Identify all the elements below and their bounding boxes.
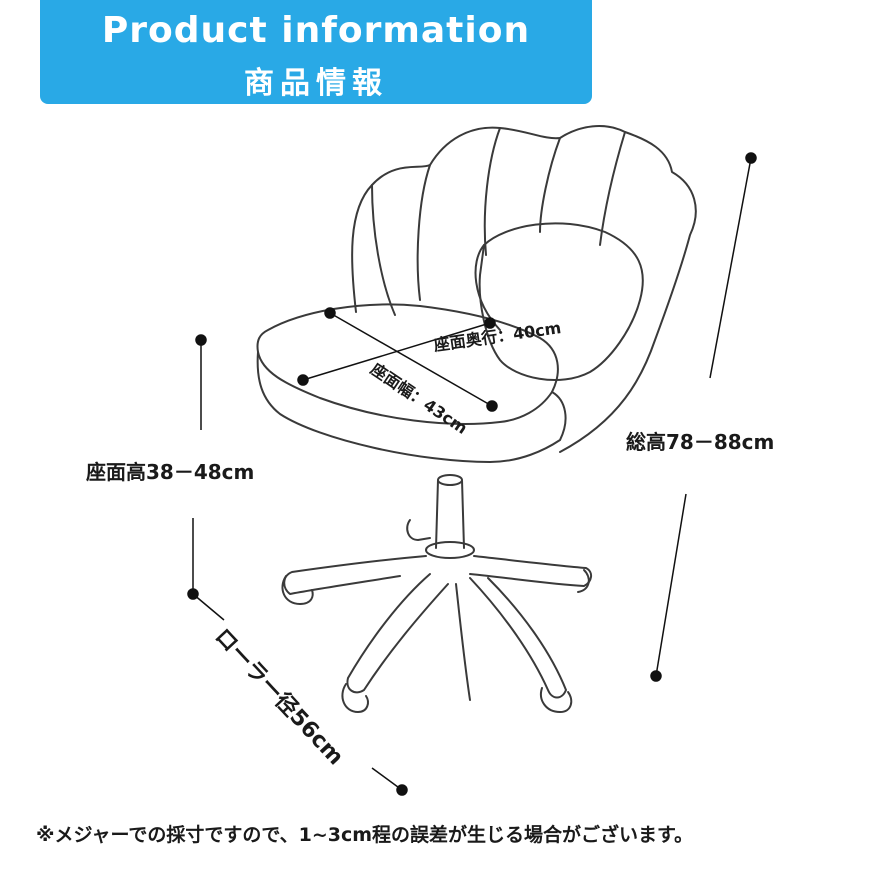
chair-backrest — [351, 125, 697, 453]
chair-caster — [341, 683, 369, 713]
seat-depth-dot — [484, 317, 496, 329]
seat-width-dot — [486, 400, 498, 412]
header-banner: Product information 商品情報 — [40, 0, 592, 104]
total-height-line — [655, 493, 687, 677]
chair-backrest-petal — [539, 137, 561, 233]
total-height-label: 総高78－88cm — [626, 430, 775, 454]
total-height-dot — [650, 670, 662, 682]
chair-base-leg — [469, 555, 592, 587]
measurement-footnote: ※メジャーでの採寸ですので、1~3cm程の誤差が生じる場合がございます。 — [36, 824, 694, 846]
chair-seat — [256, 303, 559, 425]
seat-height-dot — [195, 334, 207, 346]
chair-gas-lift-collar — [425, 541, 475, 559]
seat-height-label: 座面高38－48cm — [86, 460, 255, 484]
chair-gas-lift — [435, 479, 465, 549]
seat-depth-dot — [297, 374, 309, 386]
chair-caster — [540, 687, 573, 713]
chair-backrest-petal — [599, 131, 626, 246]
chair-base-leg — [455, 583, 471, 701]
header-title-en: Product information — [101, 10, 531, 51]
chair-backrest-petal — [483, 127, 501, 256]
seat-width-line — [329, 312, 493, 407]
chair-base-leg — [346, 573, 449, 694]
chair-backrest-inner — [371, 184, 396, 316]
chair-wheel — [406, 519, 431, 541]
chair-seat-side — [256, 351, 567, 463]
total-height-line — [709, 157, 752, 379]
chair-pillow — [478, 222, 644, 382]
chair-backrest-petal — [416, 164, 431, 301]
chair-base-leg — [283, 555, 427, 595]
chair-base-leg — [469, 577, 567, 699]
roller-line — [192, 593, 225, 621]
roller-line — [371, 767, 403, 791]
chair-caster — [281, 575, 314, 605]
seat-width-dot — [324, 307, 336, 319]
roller-dot — [396, 784, 408, 796]
header-title-jp: 商品情報 — [244, 66, 388, 101]
chair-gas-lift-top — [437, 474, 463, 486]
total-height-dot — [745, 152, 757, 164]
chair-caster — [577, 569, 590, 593]
